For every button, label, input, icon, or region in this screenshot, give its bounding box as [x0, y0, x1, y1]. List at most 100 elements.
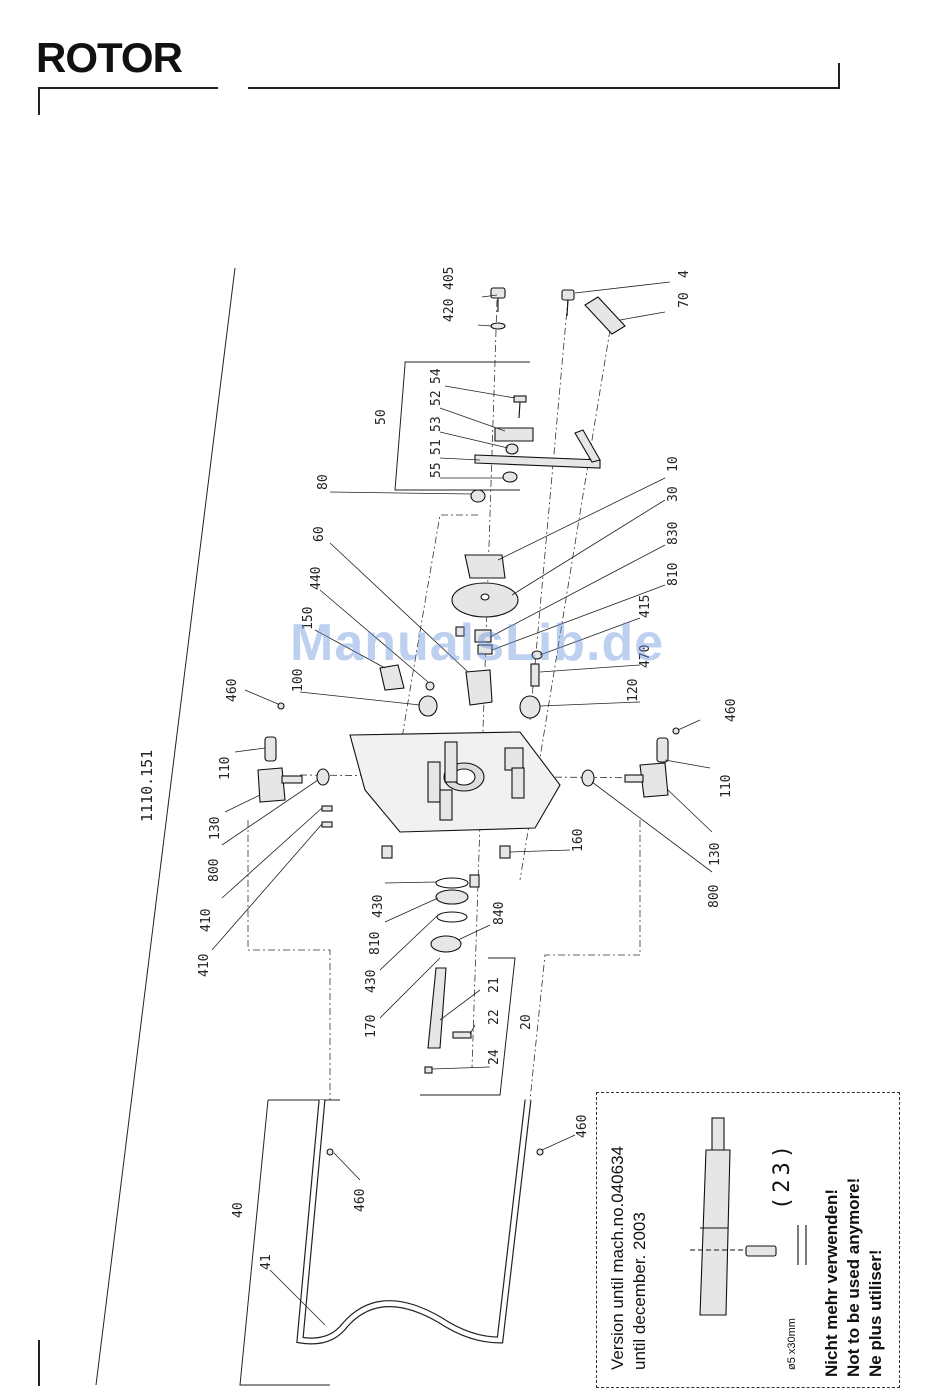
part-10-cam: [464, 554, 506, 579]
callout-130-right: 130: [708, 843, 723, 866]
group-40-bracket-side: [239, 1099, 330, 1386]
callout-405: 405: [442, 267, 457, 290]
note-dimension: ø5 x30mm: [786, 1318, 798, 1370]
part-160-right-screw: [499, 845, 511, 859]
part-130-right: [639, 762, 669, 798]
part-22-key: [452, 1031, 472, 1039]
callout-460-right: 460: [724, 699, 739, 722]
part-41-handle: [296, 1099, 532, 1345]
callout-460-handle-left: 460: [353, 1189, 368, 1212]
note-warning-de: Nicht mehr verwenden!: [822, 1189, 841, 1377]
callout-130-left: 130: [208, 817, 223, 840]
note-detail-drawing: [690, 1117, 807, 1316]
part-54-screw-head: [513, 395, 527, 403]
callout-52: 52: [429, 390, 444, 406]
header-rule-right: [248, 87, 840, 89]
assembly-border-line: [95, 267, 236, 1386]
callout-70: 70: [677, 292, 692, 308]
part-21-shaft: [427, 967, 447, 1049]
part-80-bushing: [470, 489, 486, 503]
callout-41: 41: [259, 1254, 274, 1270]
part-24-pin: [424, 1066, 433, 1074]
callout-410-b: 410: [197, 954, 212, 977]
part-53-nut: [505, 443, 519, 455]
part-4-screw-head: [561, 289, 575, 301]
part-70-pin: [584, 296, 626, 335]
callout-415: 415: [638, 595, 653, 618]
callout-60: 60: [312, 526, 327, 542]
part-110-left: [264, 736, 277, 762]
part-100-bushing: [418, 695, 438, 717]
part-800-right: [581, 769, 595, 787]
callout-110-right: 110: [719, 775, 734, 798]
header-tick-left: [38, 87, 40, 115]
callout-110-left: 110: [218, 757, 233, 780]
callout-170: 170: [364, 1015, 379, 1038]
part-440-nut: [425, 681, 435, 691]
callout-420: 420: [442, 299, 457, 322]
note-version-line2: until december. 2003: [630, 1212, 649, 1370]
part-110-right: [656, 737, 669, 763]
part-460-handle-left: [326, 1148, 334, 1156]
part-410a: [321, 805, 333, 812]
note-version-line1: Version until mach.no.040634: [608, 1146, 627, 1370]
part-52-block: [494, 427, 534, 442]
note-warning-fr: Ne plus utiliser!: [866, 1249, 885, 1377]
part-840-gear: [430, 935, 462, 953]
leader-lines: [211, 281, 713, 1326]
callout-54: 54: [429, 368, 444, 384]
part-470-pin: [530, 663, 540, 687]
part-830-spring: [474, 629, 492, 643]
callout-460-left: 460: [225, 679, 240, 702]
part-460-right: [672, 727, 680, 735]
part-420-washer: [490, 322, 506, 330]
callout-810-bottom: 810: [368, 932, 383, 955]
callout-labels: 4 405 420 70 54 52 53 51 55 50 80 10 30 …: [197, 267, 739, 1270]
callout-800-left: 800: [207, 859, 222, 882]
callout-24: 24: [487, 1049, 502, 1065]
callout-30: 30: [666, 486, 681, 502]
callout-150: 150: [301, 607, 316, 630]
callout-160: 160: [571, 829, 586, 852]
part-150-bracket: [379, 664, 405, 691]
part-130-left: [257, 767, 286, 803]
callout-22: 22: [487, 1009, 502, 1025]
part-55-nut: [502, 471, 518, 483]
note-part-label: (23): [770, 1141, 795, 1210]
part-51-plate: [474, 454, 601, 469]
callout-810-top: 810: [666, 563, 681, 586]
header-rule-left: [38, 87, 218, 89]
part-460-left: [277, 702, 285, 710]
callout-21: 21: [487, 977, 502, 993]
callout-20: 20: [519, 1014, 534, 1030]
callout-100: 100: [291, 669, 306, 692]
superseded-version-note: [596, 1092, 900, 1388]
callout-4: 4: [677, 270, 692, 278]
group-50-bracket: [404, 361, 530, 365]
callout-830: 830: [666, 522, 681, 545]
part-430-ring-a: [435, 877, 469, 889]
part-415-nut: [531, 650, 543, 660]
callout-40: 40: [231, 1202, 246, 1218]
callout-470: 470: [638, 645, 653, 668]
callout-430-top: 430: [371, 895, 386, 918]
note-warning-en: Not to be used anymore!: [844, 1177, 863, 1377]
part-60-block: [465, 669, 493, 706]
callout-430-bottom: 430: [364, 970, 379, 993]
callout-460-handle-right: 460: [575, 1115, 590, 1138]
part-430-ring-b: [436, 911, 468, 923]
callout-51: 51: [429, 439, 444, 455]
part-120-bushing: [519, 695, 541, 719]
part-410b: [321, 821, 333, 828]
part-800-left: [316, 768, 330, 786]
part-810-bearing: [477, 644, 493, 655]
callout-800-right: 800: [707, 885, 722, 908]
callout-120: 120: [626, 679, 641, 702]
callout-50: 50: [374, 409, 389, 425]
callout-80: 80: [316, 474, 331, 490]
centerlines: [247, 297, 661, 1101]
callout-410-a: 410: [199, 909, 214, 932]
rotor-logo: ROTOR: [36, 34, 183, 81]
callout-840: 840: [492, 902, 507, 925]
